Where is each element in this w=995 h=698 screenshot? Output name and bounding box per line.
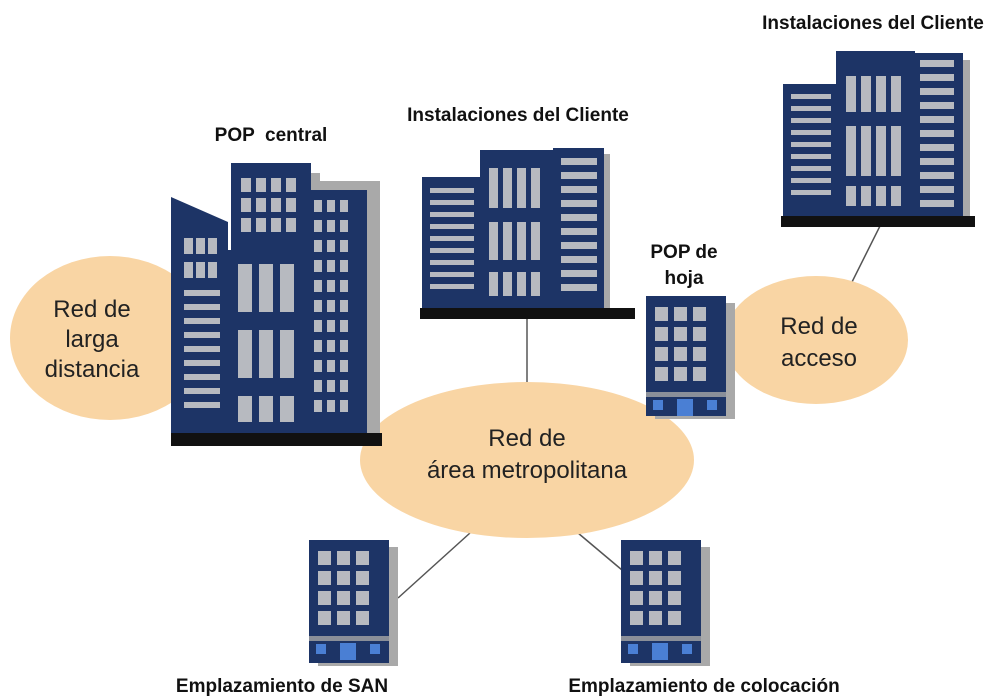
long-distance-label-line3: distancia	[45, 356, 140, 383]
link-access-customer-2	[847, 225, 881, 291]
access-network-ellipse	[724, 276, 908, 404]
san-site-building	[309, 540, 398, 666]
link-metro-san	[397, 532, 471, 599]
leaf-pop-building	[646, 296, 735, 419]
long-distance-network-ellipse	[10, 256, 210, 420]
customer-premises-2-building	[781, 51, 975, 227]
colocation-site-building	[621, 540, 710, 666]
customer-premises-1-label: Instalaciones del Cliente	[407, 105, 629, 126]
metro-label-line2: área metropolitana	[427, 457, 628, 484]
colocation-site-label: Emplazamiento de colocación	[568, 676, 839, 697]
link-metro-colocation	[577, 532, 623, 571]
access-label-line2: acceso	[781, 345, 857, 372]
metro-network-ellipse	[360, 382, 694, 538]
central-pop-label: POP central	[215, 125, 328, 146]
central-pop-building	[171, 163, 382, 446]
leaf-pop-label-line1: POP de	[650, 242, 717, 263]
access-label-line1: Red de	[780, 313, 857, 340]
long-distance-label-line2: larga	[65, 326, 119, 353]
customer-premises-1-building	[420, 148, 635, 319]
metro-label-line1: Red de	[488, 425, 565, 452]
long-distance-label-line1: Red de	[53, 296, 130, 323]
leaf-pop-label-line2: hoja	[664, 268, 703, 289]
customer-premises-2-label: Instalaciones del Cliente	[762, 13, 984, 34]
connection-lines	[397, 225, 881, 599]
san-site-label: Emplazamiento de SAN	[176, 676, 388, 697]
